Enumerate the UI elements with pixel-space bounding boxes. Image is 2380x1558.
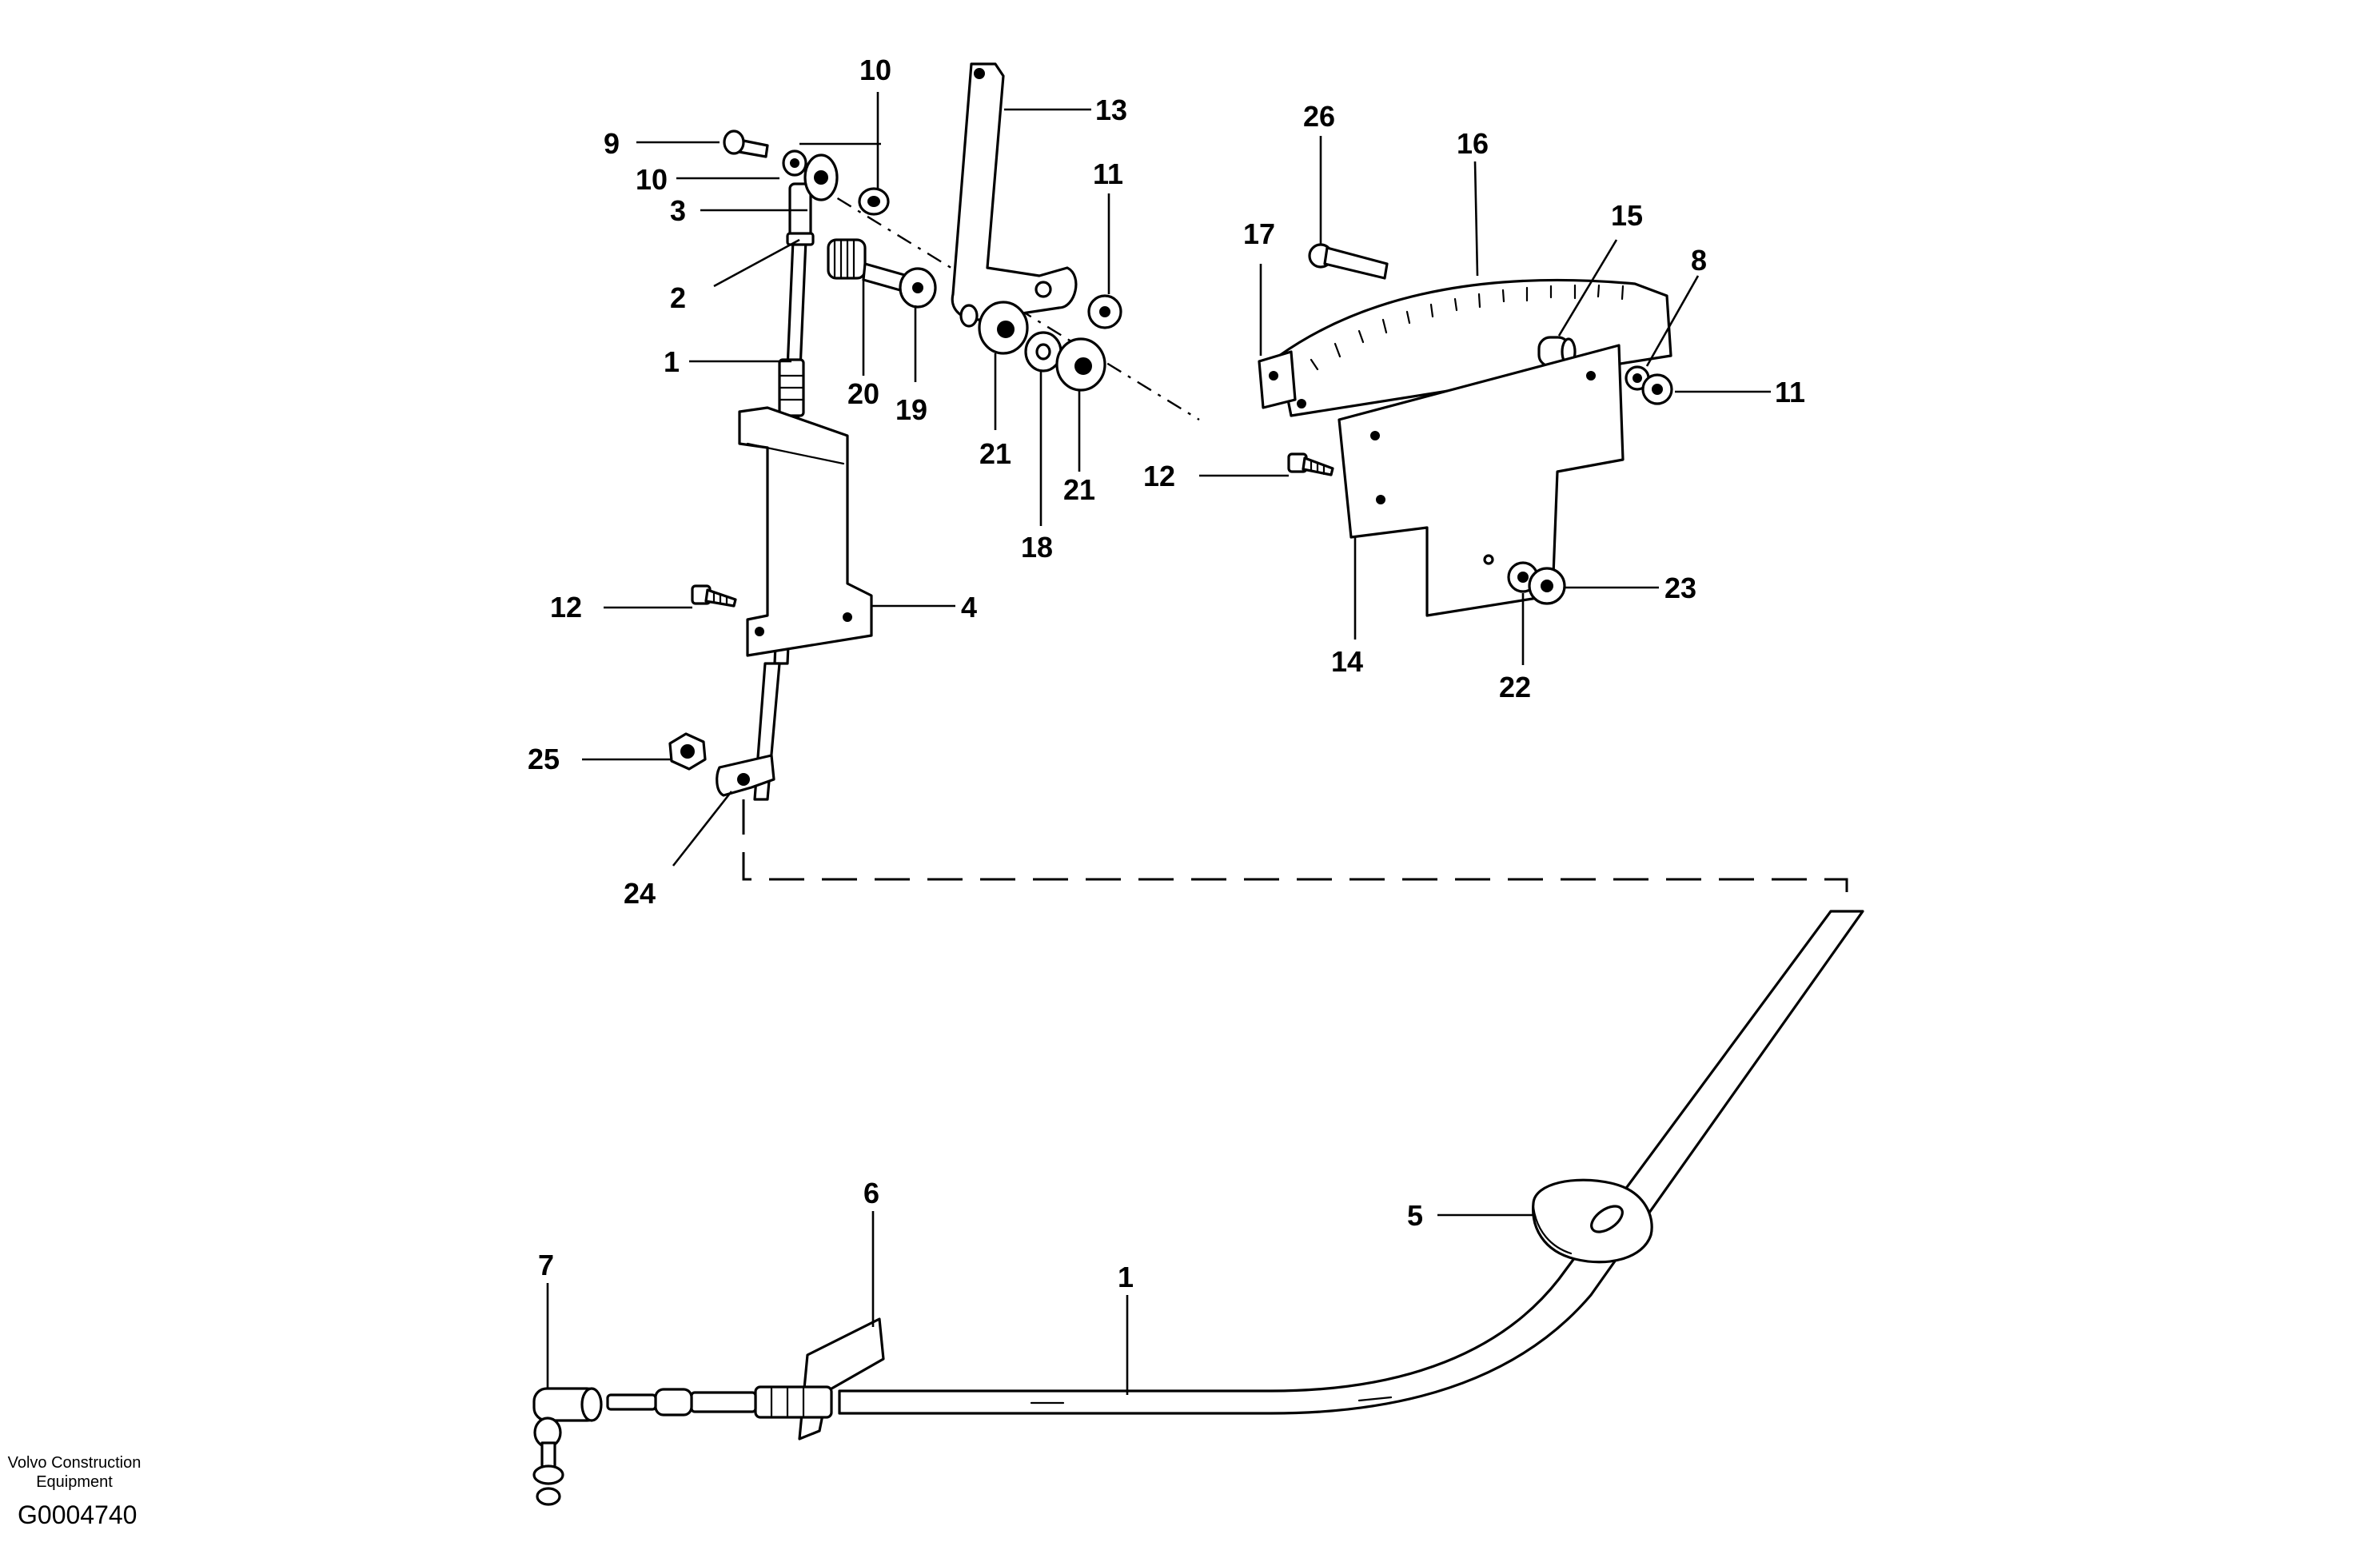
nut-part-11-right [1641,373,1673,405]
callout-2: 2 [670,281,686,314]
callout-1-top: 1 [664,345,680,378]
callout-17: 17 [1243,217,1275,250]
callout-22: 22 [1499,671,1531,703]
support-part-17 [1258,350,1297,409]
nut-part-25 [668,732,707,771]
bolt-part-9 [723,130,769,158]
callout-16: 16 [1457,127,1489,160]
callout-21-right: 21 [1063,473,1095,506]
nut-part-19 [899,267,937,309]
manufacturer-credit-line1: Volvo Construction [8,1454,142,1472]
footer: Volvo Construction Equipment G0004740 [8,1454,142,1529]
callout-1-bottom: 1 [1118,1261,1134,1293]
bolt-part-26 [1308,243,1389,280]
callout-5: 5 [1407,1199,1423,1232]
callout-25: 25 [528,743,560,775]
washer-part-10-left [782,149,807,177]
lever-part-13 [951,62,1078,328]
screw-part-12-left [691,584,737,608]
callout-26: 26 [1303,100,1335,133]
assembly-centerline [807,178,1200,421]
callout-4: 4 [961,591,977,624]
callout-9: 9 [604,127,620,160]
manufacturer-credit-line2: Equipment [36,1473,113,1491]
cable-route-dashed-line [742,799,1848,903]
callout-labels: 10 13 9 10 11 3 2 1 20 19 21 21 18 12 4 … [528,54,1805,1293]
scale-ticks [1310,284,1625,371]
callout-10-top: 10 [859,54,891,86]
spacer-part-18 [1024,331,1062,373]
cable-bracket-part-6 [798,1317,885,1440]
callout-14: 14 [1331,645,1363,678]
screw-part-12-right [1287,452,1334,476]
callout-8: 8 [1691,244,1707,277]
drawing-number: G0004740 [18,1500,137,1529]
callout-20: 20 [847,377,879,410]
callout-13: 13 [1095,94,1127,126]
bracket-part-4 [738,406,873,657]
callout-23: 23 [1664,572,1696,604]
washer-part-10-right [858,187,890,216]
cable-end-fitting [606,1385,833,1419]
callout-11-top: 11 [1093,157,1123,190]
pin-part-20 [827,238,909,293]
nut-part-23 [1528,567,1566,605]
callout-15: 15 [1611,199,1643,232]
callout-3: 3 [670,194,686,227]
washer-part-21-right [1055,337,1106,392]
leader-lines [546,92,1771,1395]
callout-21-left: 21 [979,437,1011,470]
washer-part-21-left [978,301,1029,355]
clip-part-2 [786,232,815,246]
callout-7: 7 [538,1249,554,1281]
callout-18: 18 [1021,531,1053,564]
ball-joint-part-7 [532,1387,603,1506]
callout-19: 19 [895,393,927,426]
callout-12-right: 12 [1143,460,1175,492]
callout-6: 6 [863,1177,879,1209]
grommet-part-5 [1532,1178,1653,1264]
callout-10-left: 10 [636,163,668,196]
callout-24: 24 [624,877,656,910]
clip-part-24 [716,754,775,797]
nut-part-11-left [1087,294,1122,329]
callout-12-left: 12 [550,591,582,624]
callout-11-right: 11 [1775,376,1805,408]
